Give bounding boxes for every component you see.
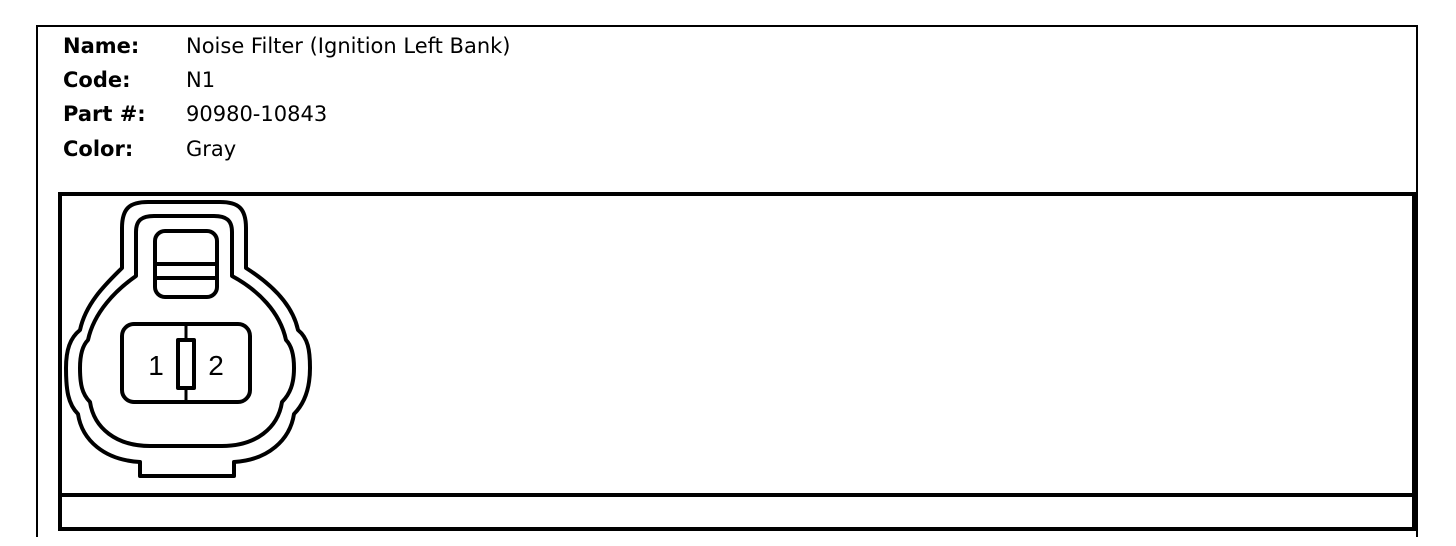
connector-housing-inner bbox=[78, 214, 296, 448]
pin-1-label: 1 bbox=[148, 350, 164, 381]
code-value: N1 bbox=[186, 68, 216, 92]
cavity-key bbox=[176, 338, 196, 390]
color-label: Color: bbox=[63, 137, 134, 161]
name-value: Noise Filter (Ignition Left Bank) bbox=[186, 34, 511, 58]
pin-2-label: 2 bbox=[208, 350, 224, 381]
connector-housing-outer bbox=[64, 200, 312, 478]
color-value: Gray bbox=[186, 137, 237, 161]
diagram-divider bbox=[58, 493, 1416, 497]
page-frame bbox=[36, 25, 1418, 537]
name-label: Name: bbox=[63, 34, 140, 58]
part-label: Part #: bbox=[63, 102, 146, 126]
code-label: Code: bbox=[63, 68, 131, 92]
connector-diagram-box bbox=[58, 192, 1416, 531]
part-value: 90980-10843 bbox=[186, 102, 328, 126]
